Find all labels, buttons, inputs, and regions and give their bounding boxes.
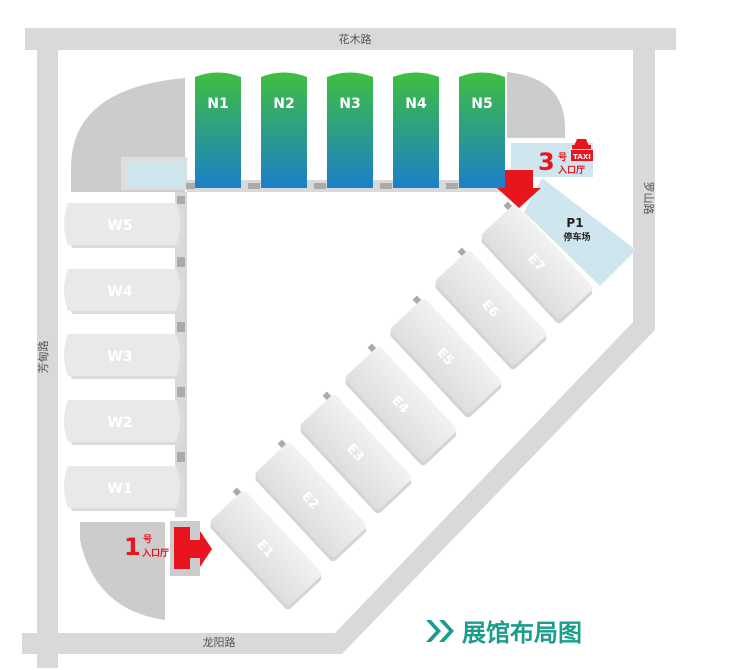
entrance-1-block xyxy=(174,527,190,569)
entrance-1-hao: 号 xyxy=(143,534,152,545)
hall-w4[interactable]: W4 xyxy=(64,269,184,314)
hall-w5[interactable]: W5 xyxy=(64,203,184,248)
hall-e1[interactable]: E1 xyxy=(203,485,326,611)
map-title-text: 展馆布局图 xyxy=(462,619,582,647)
road-south-label: 龙阳路 xyxy=(203,636,236,649)
hall-w1-label: W1 xyxy=(107,481,132,497)
entrance-3-hao: 号 xyxy=(558,152,567,163)
hall-n3[interactable]: N3 xyxy=(327,72,373,189)
hall-e7[interactable]: E7 xyxy=(474,199,597,325)
hall-n4[interactable]: N4 xyxy=(393,72,439,189)
hall-w3[interactable]: W3 xyxy=(64,334,184,379)
hall-w1[interactable]: W1 xyxy=(64,466,184,511)
hall-e6[interactable]: E6 xyxy=(428,245,551,371)
northeast-plaza xyxy=(507,72,565,138)
road-north-label: 花木路 xyxy=(339,33,372,46)
hall-w2[interactable]: W2 xyxy=(64,400,184,445)
road-west-label: 芳甸路 xyxy=(36,341,50,374)
road-east-label: 罗山路 xyxy=(642,182,655,215)
parking-p1[interactable]: P1 停车场 xyxy=(524,178,636,286)
hall-w3-label: W3 xyxy=(107,349,132,365)
entrance-1[interactable]: 1 号 入口厅 xyxy=(124,521,212,576)
hall-w4-label: W4 xyxy=(107,284,132,300)
hall-w2-label: W2 xyxy=(107,415,132,431)
entrance-1-number: 1 xyxy=(124,533,141,561)
entrance-3-arrow-icon xyxy=(497,170,541,208)
hall-n4-label: N4 xyxy=(405,96,427,112)
taxi-stand[interactable]: TAXI xyxy=(571,139,593,161)
hall-e2[interactable]: E2 xyxy=(248,437,371,563)
taxi-car-icon xyxy=(574,139,589,146)
taxi-label: TAXI xyxy=(573,153,591,161)
hall-n1-label: N1 xyxy=(207,96,228,112)
chevron-right-icon xyxy=(439,620,454,642)
hall-n2[interactable]: N2 xyxy=(261,72,307,189)
entrance-3-label: 入口厅 xyxy=(557,165,585,176)
west-halls: W5 W4 W3 W2 W1 xyxy=(64,203,184,511)
hall-e3[interactable]: E3 xyxy=(293,389,416,515)
entrance-3[interactable]: 3 号 入口厅 xyxy=(497,148,585,208)
hall-n1[interactable]: N1 xyxy=(195,72,241,189)
east-halls: E1 E2 E3 E4 E5 xyxy=(203,199,597,611)
entrance-1-arrow-icon xyxy=(188,531,212,567)
taxi-sign xyxy=(571,150,593,161)
hall-e5[interactable]: E5 xyxy=(383,293,506,419)
corridor-connectors xyxy=(177,183,458,462)
hall-w5-label: W5 xyxy=(107,218,132,234)
northwest-annex-inner xyxy=(127,161,185,188)
parking-p1-label: 停车场 xyxy=(563,231,590,243)
chevron-right-icon xyxy=(426,620,441,642)
southwest-plaza xyxy=(80,522,165,620)
hall-n5-label: N5 xyxy=(471,96,492,112)
hall-n5[interactable]: N5 xyxy=(459,72,505,189)
hall-n3-label: N3 xyxy=(339,96,360,112)
map-title: 展馆布局图 xyxy=(426,619,582,647)
entrance-3-number: 3 xyxy=(538,148,555,176)
entrance-1-label: 入口厅 xyxy=(141,548,169,559)
parking-p1-code: P1 xyxy=(566,216,583,230)
hall-e4[interactable]: E4 xyxy=(338,341,461,467)
hall-n2-label: N2 xyxy=(273,96,294,112)
north-halls: N1 N2 N3 N4 N5 xyxy=(195,72,505,189)
